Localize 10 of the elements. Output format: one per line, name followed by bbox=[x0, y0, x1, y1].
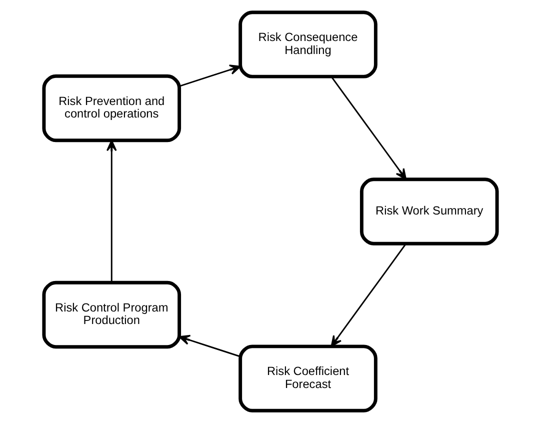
arrow bbox=[330, 76, 407, 180]
arrow bbox=[178, 334, 240, 358]
node-box: Risk Prevention and control operations bbox=[42, 74, 182, 142]
arrow bbox=[106, 140, 117, 282]
node-box: Risk Consequence Handling bbox=[238, 10, 378, 78]
arrow bbox=[330, 243, 407, 347]
node-box: Risk Control Program Production bbox=[42, 280, 182, 349]
arrow bbox=[179, 64, 241, 87]
node-box: Risk Work Summary bbox=[360, 178, 499, 246]
node-box: Risk Coefficient Forecast bbox=[238, 344, 378, 412]
